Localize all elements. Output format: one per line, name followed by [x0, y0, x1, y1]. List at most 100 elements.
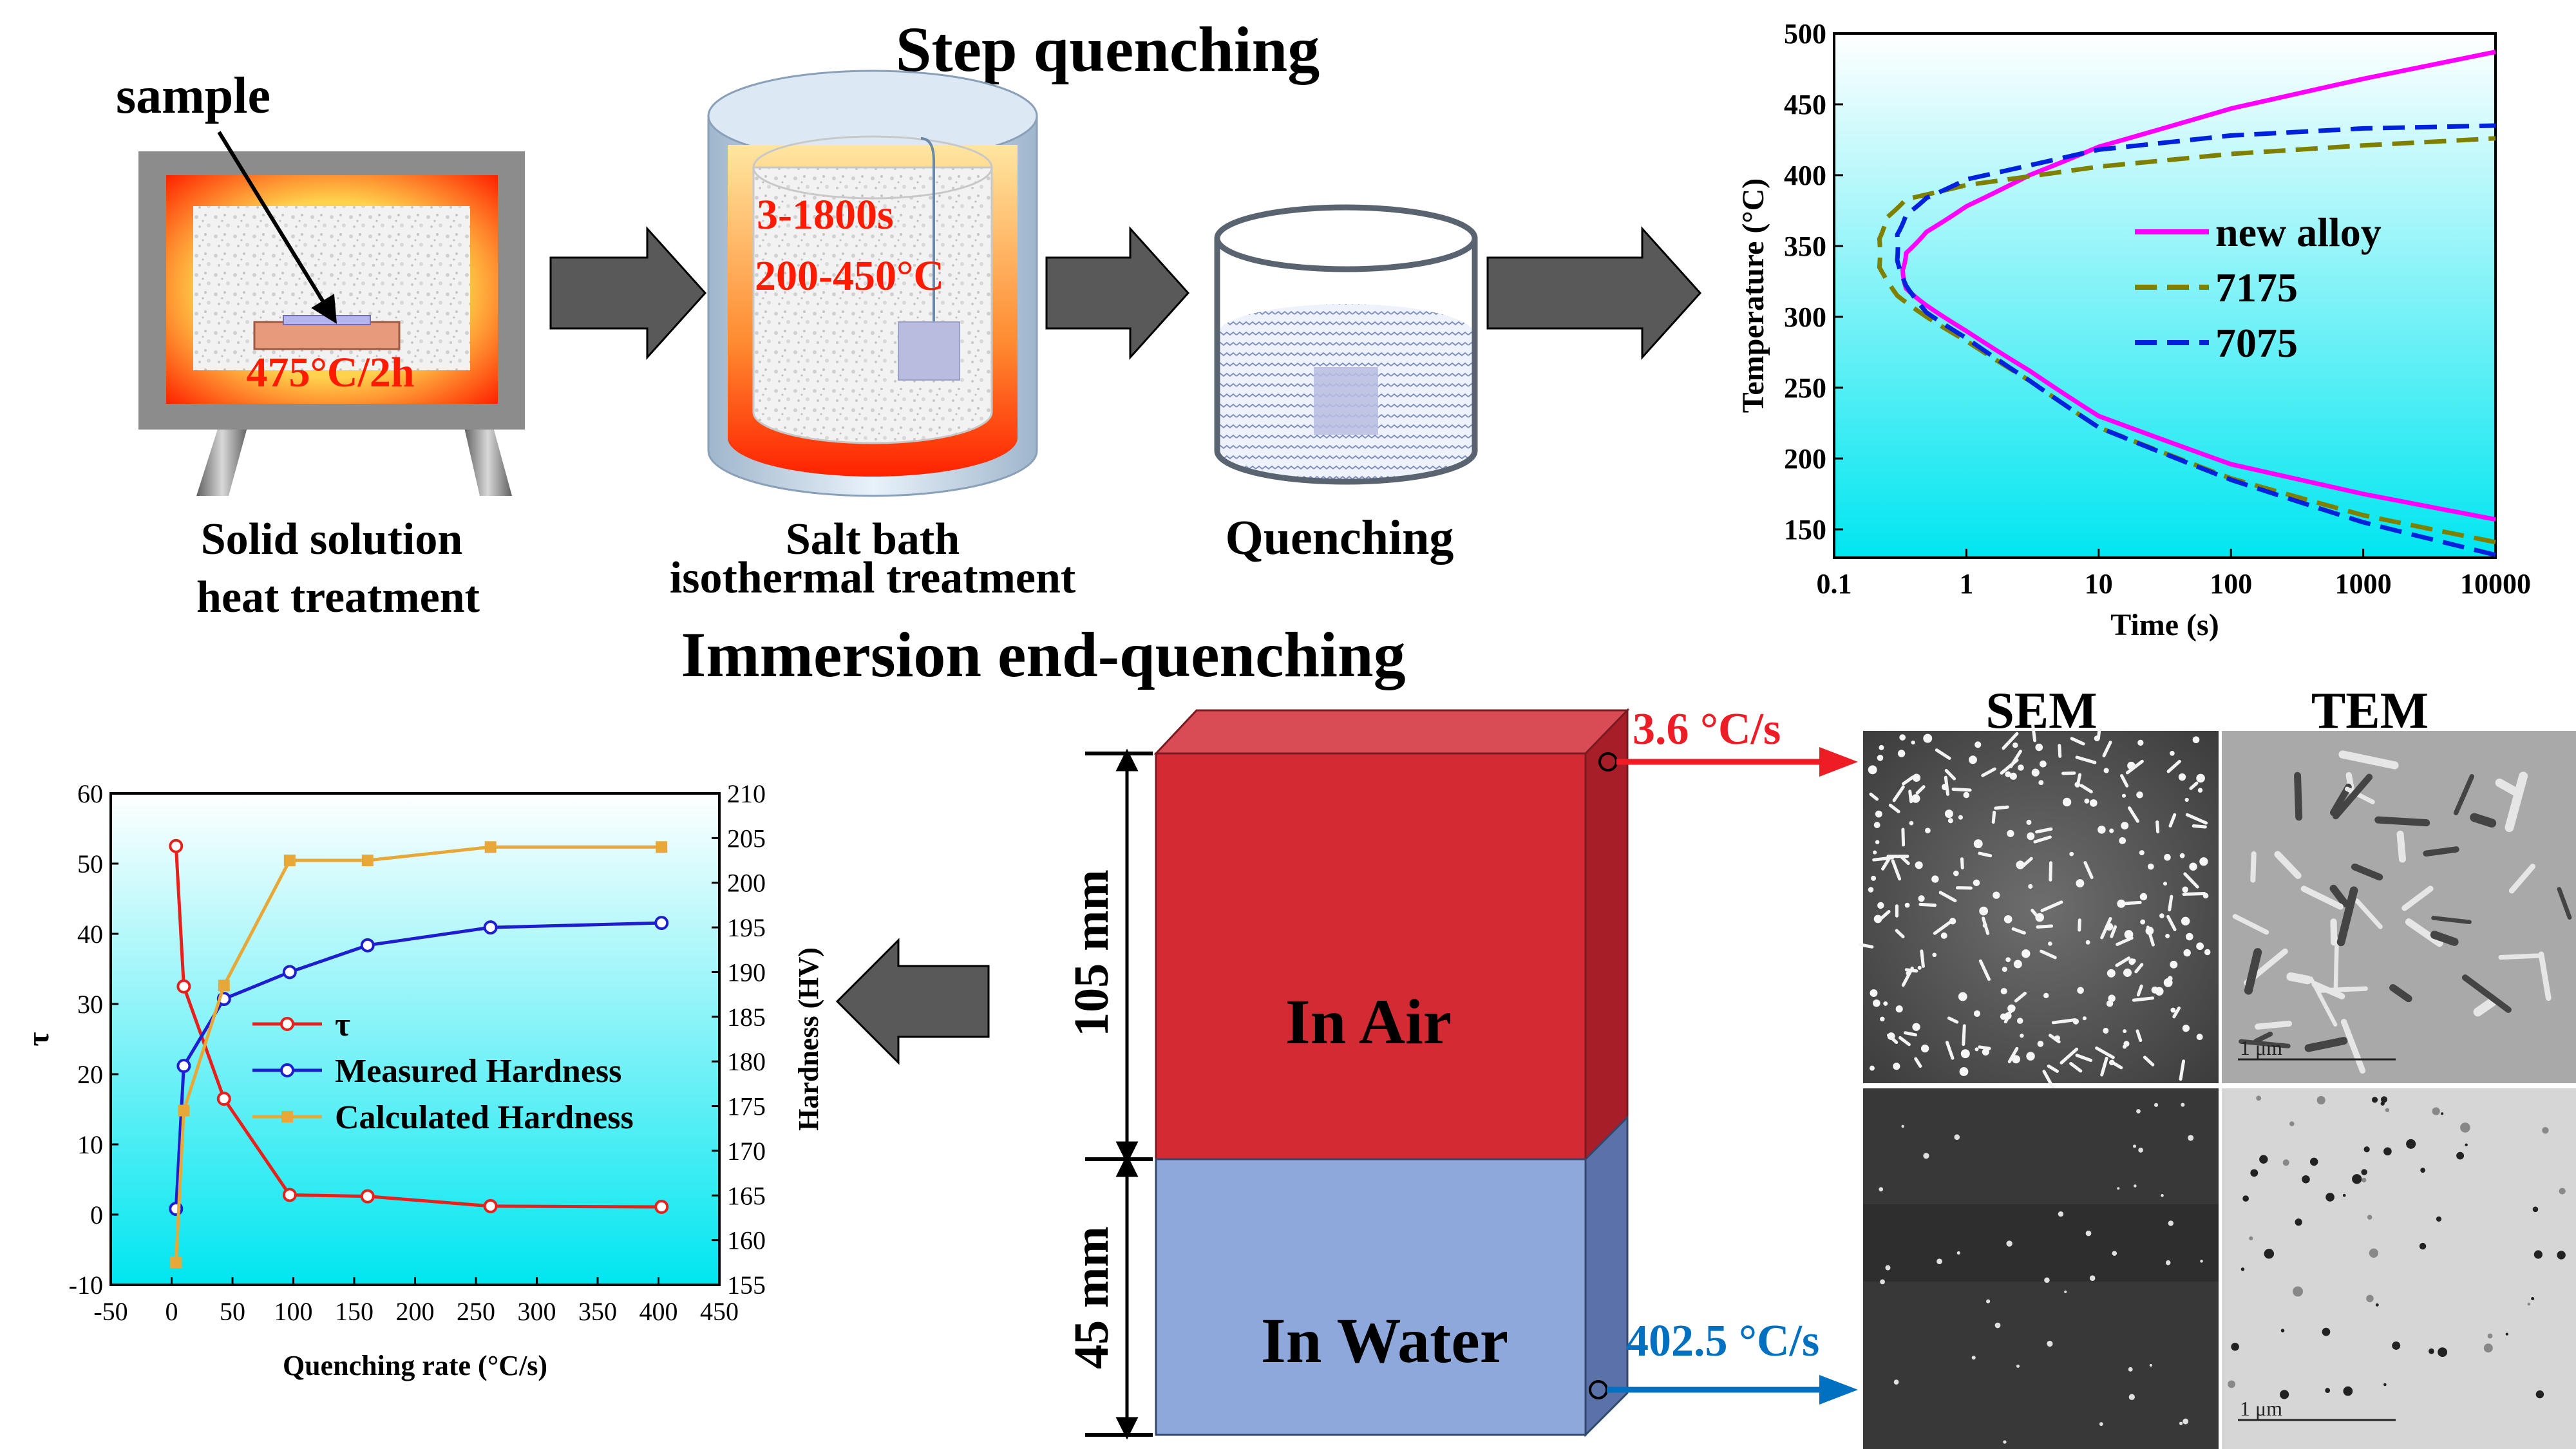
hardness-point	[216, 1092, 231, 1106]
precipitate	[1918, 902, 1937, 907]
precipitate	[2168, 813, 2177, 828]
precipitate	[2329, 783, 2352, 817]
precipitate	[2069, 851, 2074, 857]
precipitate	[2011, 927, 2026, 935]
beaker-wall	[1214, 238, 1478, 485]
precipitate	[1982, 916, 1990, 935]
precipitate	[2495, 778, 2522, 797]
particle	[2535, 1390, 2544, 1399]
precipitate	[2105, 922, 2114, 931]
particle	[1937, 1258, 1942, 1265]
precipitate	[2145, 926, 2154, 935]
precipitate	[1951, 787, 1972, 792]
precipitate	[2453, 774, 2475, 815]
particle	[1880, 1279, 1885, 1285]
ttt-y-tick-label: 400	[1784, 160, 1826, 191]
particle	[2016, 1364, 2020, 1368]
precipitate	[1911, 740, 1915, 745]
precipitate	[2239, 1039, 2291, 1048]
hardness-point	[178, 1104, 190, 1117]
precipitate	[1915, 785, 1926, 795]
hardness-point	[654, 1200, 669, 1215]
precipitate	[1870, 989, 1878, 998]
particle	[2138, 1148, 2143, 1153]
precipitate	[1873, 914, 1882, 923]
precipitate	[2185, 813, 2208, 825]
particle	[2557, 1251, 2566, 1260]
precipitate	[2461, 974, 2512, 1013]
hardness-legend-label: Calculated Hardness	[335, 1099, 634, 1136]
air-cooling-rate: 3.6 °C/s	[1633, 705, 1781, 754]
hardness-point	[483, 920, 498, 935]
hardness-y2-tick-label: 180	[727, 1047, 766, 1076]
precipitate	[2170, 750, 2175, 756]
precipitate	[2040, 949, 2057, 960]
process-arrow-2	[1045, 226, 1190, 360]
scale-label-water: 1 μm	[2240, 1397, 2282, 1420]
precipitate	[2012, 742, 2018, 748]
precipitate	[2117, 899, 2126, 908]
hardness-point	[654, 916, 669, 931]
precipitate	[2140, 919, 2146, 925]
particle	[2085, 1230, 2092, 1236]
precipitate	[1925, 828, 1931, 834]
precipitate	[2026, 819, 2032, 825]
hardness-y-tick-label: -10	[69, 1271, 103, 1300]
particle	[2432, 1107, 2440, 1115]
precipitate	[2122, 1045, 2127, 1049]
precipitate	[2020, 1034, 2024, 1038]
particle	[2361, 1169, 2367, 1175]
precipitate	[1982, 1048, 1989, 1056]
precipitate	[2184, 797, 2189, 802]
precipitate	[2179, 853, 2185, 858]
particle	[1885, 1265, 1891, 1271]
particle	[2047, 1340, 2053, 1347]
precipitate	[2244, 948, 2262, 995]
block-side-air	[1584, 708, 1629, 1162]
precipitate	[1859, 943, 1874, 949]
precipitate	[2049, 861, 2053, 882]
precipitate	[2505, 772, 2528, 832]
particle	[2165, 1260, 2171, 1265]
precipitate	[2183, 949, 2191, 957]
precipitate	[1960, 1049, 1970, 1059]
precipitate	[2253, 1031, 2273, 1044]
particle	[2383, 1147, 2392, 1156]
particle	[2183, 1418, 2189, 1425]
particle	[2419, 1242, 2427, 1250]
ttt-x-tick-label: 100	[2210, 568, 2252, 600]
particle	[2366, 1294, 2374, 1303]
process-arrow-1	[549, 226, 707, 360]
in-water-label: In Water	[1261, 1305, 1508, 1376]
particle	[2441, 1112, 2444, 1115]
precipitate	[1869, 1065, 1875, 1071]
precipitate	[2309, 976, 2338, 1027]
precipitate	[1877, 902, 1884, 909]
sem-image-water	[1863, 1088, 2219, 1449]
precipitate	[2018, 764, 2024, 771]
precipitate	[2107, 969, 2116, 978]
precipitate	[1912, 773, 1921, 782]
precipitate	[1973, 1010, 1981, 1017]
precipitate	[1899, 855, 1910, 866]
particle	[2559, 1188, 2566, 1195]
precipitate	[1879, 909, 1891, 921]
precipitate	[2016, 1018, 2023, 1024]
precipitate	[1873, 850, 1877, 855]
particle	[2465, 1143, 2468, 1146]
hardness-point	[218, 980, 230, 992]
particle	[2363, 1146, 2370, 1153]
precipitate	[2102, 741, 2112, 758]
precipitate	[2075, 755, 2097, 764]
ttt-y-tick-label: 500	[1784, 18, 1826, 50]
precipitate	[1909, 820, 1914, 826]
quench-beaker: Quenching	[1214, 204, 1478, 565]
precipitate	[2084, 798, 2090, 804]
precipitate	[2070, 737, 2085, 746]
hardness-point	[484, 841, 497, 853]
precipitate	[1899, 1036, 1911, 1046]
particle	[2289, 1121, 2295, 1126]
furnace-leg-right	[464, 425, 512, 496]
particle	[2381, 1096, 2388, 1103]
